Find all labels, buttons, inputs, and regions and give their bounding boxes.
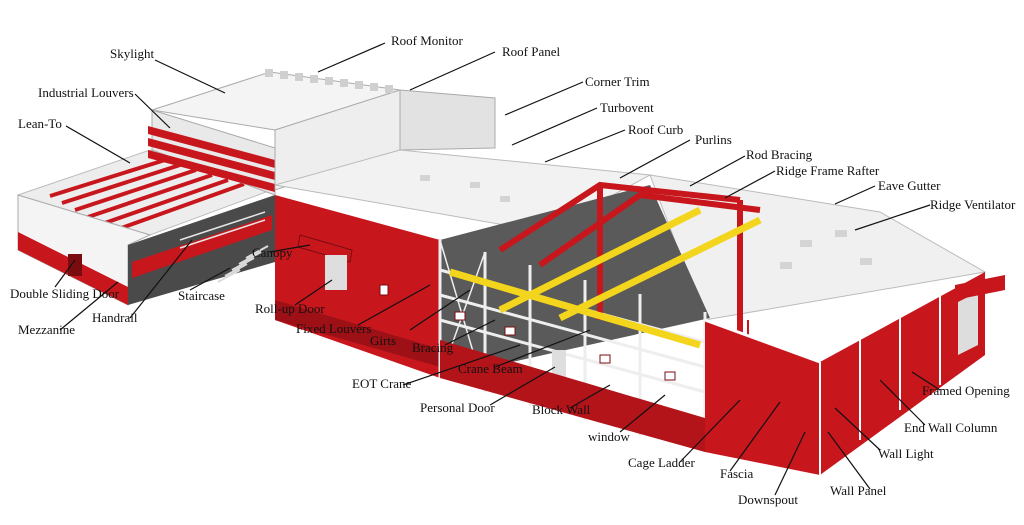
label-skylight: Skylight [110, 46, 154, 61]
label-ridge-frame-rafter: Ridge Frame Rafter [776, 163, 880, 178]
label-staircase: Staircase [178, 288, 225, 303]
label-window: window [588, 429, 631, 444]
lean-to-roof-stripes [49, 158, 245, 232]
label-wall-panel: Wall Panel [830, 483, 887, 498]
label-personal-door: Personal Door [420, 400, 495, 415]
mezzanine-floor [132, 215, 272, 278]
label-roof-curb: Roof Curb [628, 122, 683, 137]
staircase-steps [217, 245, 269, 283]
fascia-edge [704, 318, 821, 364]
callout-labels: Skylight Roof Monitor Roof Panel Corner … [10, 33, 1016, 507]
label-roof-panel: Roof Panel [502, 44, 561, 59]
framed-opening [958, 292, 978, 355]
double-sliding-door [68, 254, 82, 276]
block-wall-base [440, 340, 705, 452]
building-illustration [16, 69, 1005, 475]
personal-door [552, 350, 566, 378]
roof-monitor-vents [265, 69, 393, 93]
right-canopy [955, 275, 1005, 300]
label-framed-opening: Framed Opening [922, 383, 1010, 398]
right-side-wall [705, 320, 820, 475]
label-rod-bracing: Rod Bracing [746, 147, 813, 162]
roll-up-door [325, 255, 347, 290]
label-purlins: Purlins [695, 132, 732, 147]
label-end-wall-column: End Wall Column [904, 420, 998, 435]
label-lean-to: Lean-To [18, 116, 62, 131]
label-handrail: Handrail [92, 310, 138, 325]
roof-curbs [420, 175, 872, 269]
rafters [498, 181, 761, 335]
label-corner-trim: Corner Trim [585, 74, 650, 89]
end-wall-columns [819, 296, 941, 475]
label-crane-beam: Crane Beam [458, 361, 523, 376]
label-canopy: Canopy [252, 245, 293, 260]
label-eave-gutter: Eave Gutter [878, 178, 941, 193]
leader-lines [54, 42, 941, 496]
eot-crane [449, 206, 762, 349]
label-cage-ladder: Cage Ladder [628, 455, 695, 470]
label-industrial-louvers: Industrial Louvers [38, 85, 134, 100]
label-fixed-louvers: Fixed Louvers [296, 321, 371, 336]
label-roof-monitor: Roof Monitor [391, 33, 464, 48]
label-eot-crane: EOT Crane [352, 376, 412, 391]
monitor-right-wall [399, 89, 496, 151]
label-block-wall: Block Wall [532, 402, 591, 417]
industrial-louvers-slats [148, 126, 275, 192]
label-mezzanine: Mezzanine [18, 322, 75, 337]
label-double-sliding-door: Double Sliding Door [10, 286, 120, 301]
label-girts: Girts [370, 333, 396, 348]
label-ridge-ventilator: Ridge Ventilator [930, 197, 1016, 212]
end-wall [820, 272, 985, 475]
label-bracing: Bracing [412, 340, 454, 355]
label-roll-up-door: Roll-up Door [255, 301, 325, 316]
label-fascia: Fascia [720, 466, 753, 481]
handrail-rails [179, 211, 266, 249]
label-turbovent: Turbovent [600, 100, 654, 115]
label-downspout: Downspout [738, 492, 798, 507]
label-wall-light: Wall Light [878, 446, 934, 461]
